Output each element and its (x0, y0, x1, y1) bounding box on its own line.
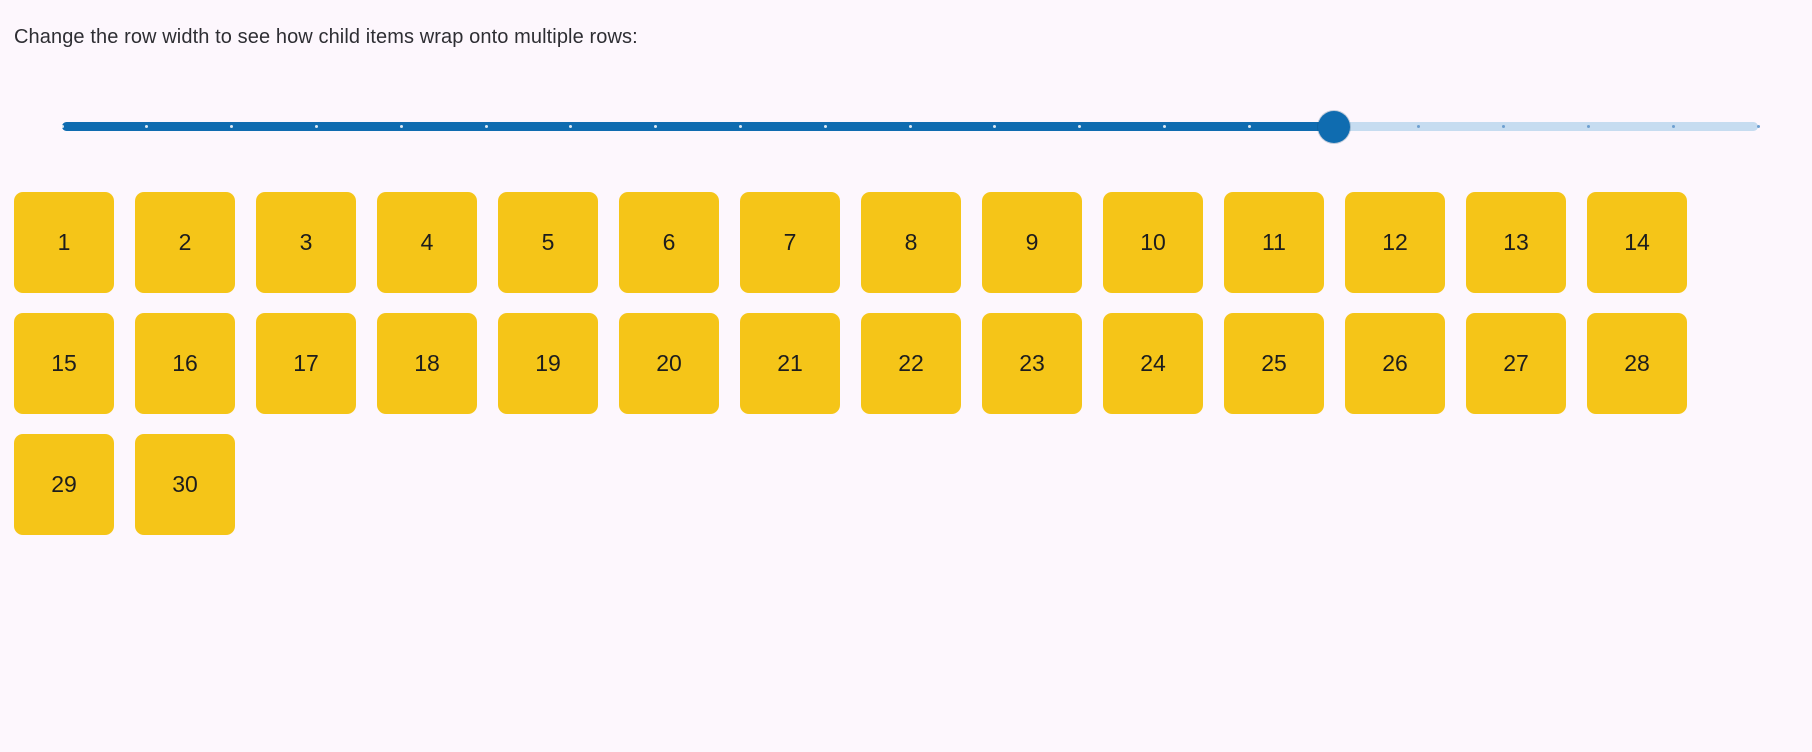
wrap-item-label: 8 (904, 229, 918, 255)
slider-thumb[interactable] (1318, 111, 1350, 143)
wrap-item: 24 (1103, 313, 1203, 414)
wrap-item: 18 (377, 313, 477, 414)
wrap-item: 1 (14, 192, 114, 293)
wrap-item: 15 (14, 313, 114, 414)
wrap-item-label: 19 (535, 350, 561, 376)
wrap-item: 27 (1466, 313, 1566, 414)
wrap-item: 8 (861, 192, 961, 293)
wrap-item: 16 (135, 313, 235, 414)
slider-tick (738, 125, 742, 128)
wrap-item-label: 18 (414, 350, 440, 376)
slider-tick (484, 125, 488, 128)
wrap-item-label: 30 (172, 471, 198, 497)
wrap-item: 20 (619, 313, 719, 414)
wrap-item: 25 (1224, 313, 1324, 414)
wrap-item-label: 10 (1140, 229, 1166, 255)
wrap-item: 23 (982, 313, 1082, 414)
wrap-item-label: 12 (1382, 229, 1408, 255)
wrap-item-label: 11 (1262, 229, 1286, 255)
wrap-item-label: 24 (1140, 350, 1166, 376)
wrap-item-label: 25 (1261, 350, 1287, 376)
wrap-item: 4 (377, 192, 477, 293)
wrap-item: 17 (256, 313, 356, 414)
wrap-item: 13 (1466, 192, 1566, 293)
slider-tick (230, 125, 234, 128)
row-width-slider[interactable] (60, 104, 1760, 152)
wrap-item-label: 17 (293, 350, 319, 376)
slider-tick (569, 125, 573, 128)
slider-tick (1502, 125, 1506, 128)
slider-tick (1417, 125, 1421, 128)
wrap-item-label: 20 (656, 350, 682, 376)
wrap-item: 14 (1587, 192, 1687, 293)
wrap-item-label: 9 (1025, 229, 1039, 255)
wrap-item-label: 13 (1503, 229, 1529, 255)
wrap-item: 28 (1587, 313, 1687, 414)
wrap-item: 30 (135, 434, 235, 535)
wrap-item: 9 (982, 192, 1082, 293)
slider-tick (993, 125, 997, 128)
wrap-item-label: 26 (1382, 350, 1408, 376)
slider-tick (823, 125, 827, 128)
slider-tick (654, 125, 658, 128)
wrap-item: 2 (135, 192, 235, 293)
slider-tick-marks (60, 122, 1760, 131)
slider-tick (399, 125, 403, 128)
wrap-item: 22 (861, 313, 961, 414)
slider-tick (1756, 125, 1760, 128)
wrap-item-label: 7 (783, 229, 797, 255)
slider-tick (1586, 125, 1590, 128)
wrap-item-label: 29 (51, 471, 77, 497)
wrap-item: 21 (740, 313, 840, 414)
wrap-item-label: 21 (777, 350, 803, 376)
wrap-item-label: 16 (172, 350, 198, 376)
wrap-item-label: 5 (541, 229, 555, 255)
wrap-item: 19 (498, 313, 598, 414)
page-instruction: Change the row width to see how child it… (14, 26, 638, 48)
wrap-item: 3 (256, 192, 356, 293)
wrap-item-label: 2 (178, 229, 192, 255)
wrap-item-label: 6 (662, 229, 676, 255)
slider-tick (1162, 125, 1166, 128)
slider-tick (314, 125, 318, 128)
slider-filled-track (62, 122, 1334, 131)
wrap-item: 10 (1103, 192, 1203, 293)
wrap-item-label: 23 (1019, 350, 1045, 376)
slider-tick (1078, 125, 1082, 128)
wrap-item: 26 (1345, 313, 1445, 414)
wrap-item-label: 1 (57, 229, 71, 255)
wrap-item-label: 14 (1624, 229, 1650, 255)
wrap-item-label: 15 (51, 350, 77, 376)
wrap-item-label: 27 (1503, 350, 1529, 376)
wrap-item-label: 28 (1624, 350, 1650, 376)
wrap-item: 11 (1224, 192, 1324, 293)
slider-tick (60, 125, 64, 128)
slider-tick (1247, 125, 1251, 128)
wrap-item: 6 (619, 192, 719, 293)
slider-tick (908, 125, 912, 128)
wrap-item-label: 4 (420, 229, 434, 255)
wrap-item-label: 3 (299, 229, 313, 255)
wrap-item: 12 (1345, 192, 1445, 293)
slider-tick (145, 125, 149, 128)
wrap-item: 29 (14, 434, 114, 535)
wrap-item: 7 (740, 192, 840, 293)
wrap-item-label: 22 (898, 350, 924, 376)
wrap-item: 5 (498, 192, 598, 293)
slider-tick (1671, 125, 1675, 128)
